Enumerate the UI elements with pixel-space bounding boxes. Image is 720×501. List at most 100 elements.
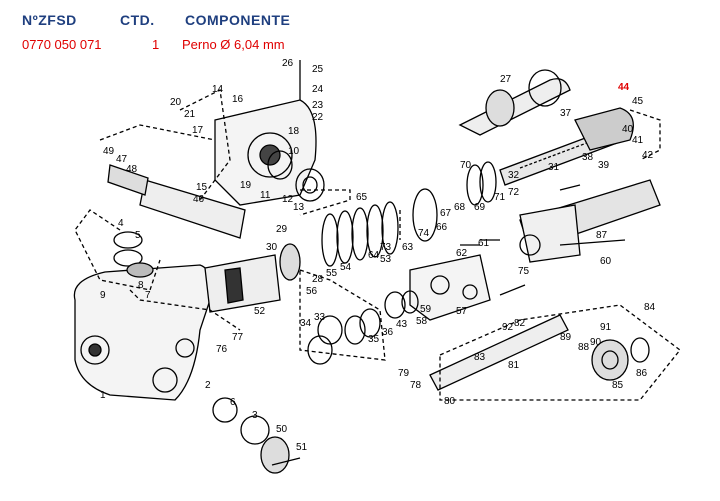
callout-18: 18 <box>288 126 300 137</box>
callout-44: 44 <box>618 82 630 93</box>
callout-52: 52 <box>254 306 266 317</box>
callout-92: 92 <box>502 322 514 333</box>
callout-23: 23 <box>312 100 324 111</box>
callout-30: 30 <box>266 242 278 253</box>
main-cylinder <box>204 254 281 313</box>
callout-37: 37 <box>560 108 572 119</box>
callout-32: 32 <box>508 170 520 181</box>
callout-86: 86 <box>636 368 648 379</box>
piston-rings <box>321 188 438 267</box>
callout-88: 88 <box>578 342 590 353</box>
callout-38: 38 <box>582 152 594 163</box>
callout-26: 26 <box>282 58 294 69</box>
row-component: Perno Ø 6,04 mm <box>182 37 285 52</box>
callout-40: 40 <box>622 124 634 135</box>
header-qty: CTD. <box>120 12 155 28</box>
callout-48: 48 <box>126 164 138 175</box>
callout-53: 53 <box>380 254 392 265</box>
callout-25: 25 <box>312 64 324 75</box>
row-part-no: 0770 050 071 <box>22 37 102 52</box>
callout-27: 27 <box>500 74 512 85</box>
callout-24: 24 <box>312 84 324 95</box>
callout-50: 50 <box>276 424 288 435</box>
callout-81: 81 <box>508 360 520 371</box>
callout-91: 91 <box>600 322 612 333</box>
callout-10: 10 <box>288 146 300 157</box>
callout-45: 45 <box>632 96 644 107</box>
callout-12: 12 <box>282 194 294 205</box>
rack-shaft <box>458 78 571 136</box>
callout-54: 54 <box>340 262 352 273</box>
callout-51: 51 <box>296 442 308 453</box>
callout-65: 65 <box>356 192 368 203</box>
callout-20: 20 <box>170 97 182 108</box>
callout-60: 60 <box>600 256 612 267</box>
callout-14: 14 <box>212 84 224 95</box>
header-part-no: NºZFSD <box>22 12 77 28</box>
callout-58: 58 <box>416 316 428 327</box>
callout-39: 39 <box>598 160 610 171</box>
housing-port <box>152 367 178 393</box>
callout-8: 8 <box>138 280 144 291</box>
callout-21: 21 <box>184 109 196 120</box>
callout-89: 89 <box>560 332 572 343</box>
callout-73: 73 <box>380 242 392 253</box>
callout-16: 16 <box>232 94 244 105</box>
callout-33: 33 <box>314 312 326 323</box>
callout-57: 57 <box>456 306 468 317</box>
callout-4: 4 <box>118 218 124 229</box>
callout-71: 71 <box>494 192 506 203</box>
callout-6: 6 <box>230 397 236 408</box>
callout-49: 49 <box>103 146 115 157</box>
callout-66: 66 <box>436 222 448 233</box>
callout-labels: 1 2 3 4 5 6 7 8 9 10 11 12 13 14 15 16 1… <box>100 58 656 453</box>
callout-87: 87 <box>596 230 608 241</box>
callout-68: 68 <box>454 202 466 213</box>
callout-36: 36 <box>382 327 394 338</box>
callout-34: 34 <box>300 318 312 329</box>
callout-75: 75 <box>518 266 530 277</box>
valve-body <box>409 254 491 321</box>
callout-41: 41 <box>632 135 644 146</box>
callout-64: 64 <box>368 250 380 261</box>
sector-shaft <box>429 314 569 391</box>
callout-72: 72 <box>508 187 520 198</box>
callout-85: 85 <box>612 380 624 391</box>
callout-56: 56 <box>306 286 318 297</box>
callout-11: 11 <box>260 190 271 201</box>
callout-63: 63 <box>402 242 414 253</box>
callout-80: 80 <box>444 396 456 407</box>
callout-22: 22 <box>312 112 324 123</box>
callout-70: 70 <box>460 160 472 171</box>
callout-82: 82 <box>514 318 526 329</box>
steering-housing <box>73 264 212 401</box>
callout-62: 62 <box>456 248 468 259</box>
callout-55: 55 <box>326 268 338 279</box>
callout-13: 13 <box>293 202 305 213</box>
callout-5: 5 <box>135 230 141 241</box>
callout-3: 3 <box>252 410 258 421</box>
callout-74: 74 <box>418 228 430 239</box>
callout-79: 79 <box>398 368 410 379</box>
callout-76: 76 <box>216 344 228 355</box>
callout-61: 61 <box>478 238 490 249</box>
row-qty: 1 <box>152 37 160 52</box>
callout-69: 69 <box>474 202 486 213</box>
callout-2: 2 <box>205 380 211 391</box>
callout-83: 83 <box>474 352 486 363</box>
callout-42: 42 <box>642 150 654 161</box>
callout-1: 1 <box>100 390 106 401</box>
callout-47: 47 <box>116 154 128 165</box>
callout-59: 59 <box>420 304 432 315</box>
callout-17: 17 <box>192 125 204 136</box>
callout-46: 46 <box>193 194 205 205</box>
callout-90: 90 <box>590 337 602 348</box>
header-component: COMPONENTE <box>185 12 291 28</box>
callout-84: 84 <box>644 302 656 313</box>
callout-9: 9 <box>100 290 106 301</box>
callout-28: 28 <box>312 274 324 285</box>
callout-77: 77 <box>232 332 244 343</box>
callout-31: 31 <box>548 162 560 173</box>
callout-78: 78 <box>410 380 422 391</box>
callout-35: 35 <box>368 334 380 345</box>
